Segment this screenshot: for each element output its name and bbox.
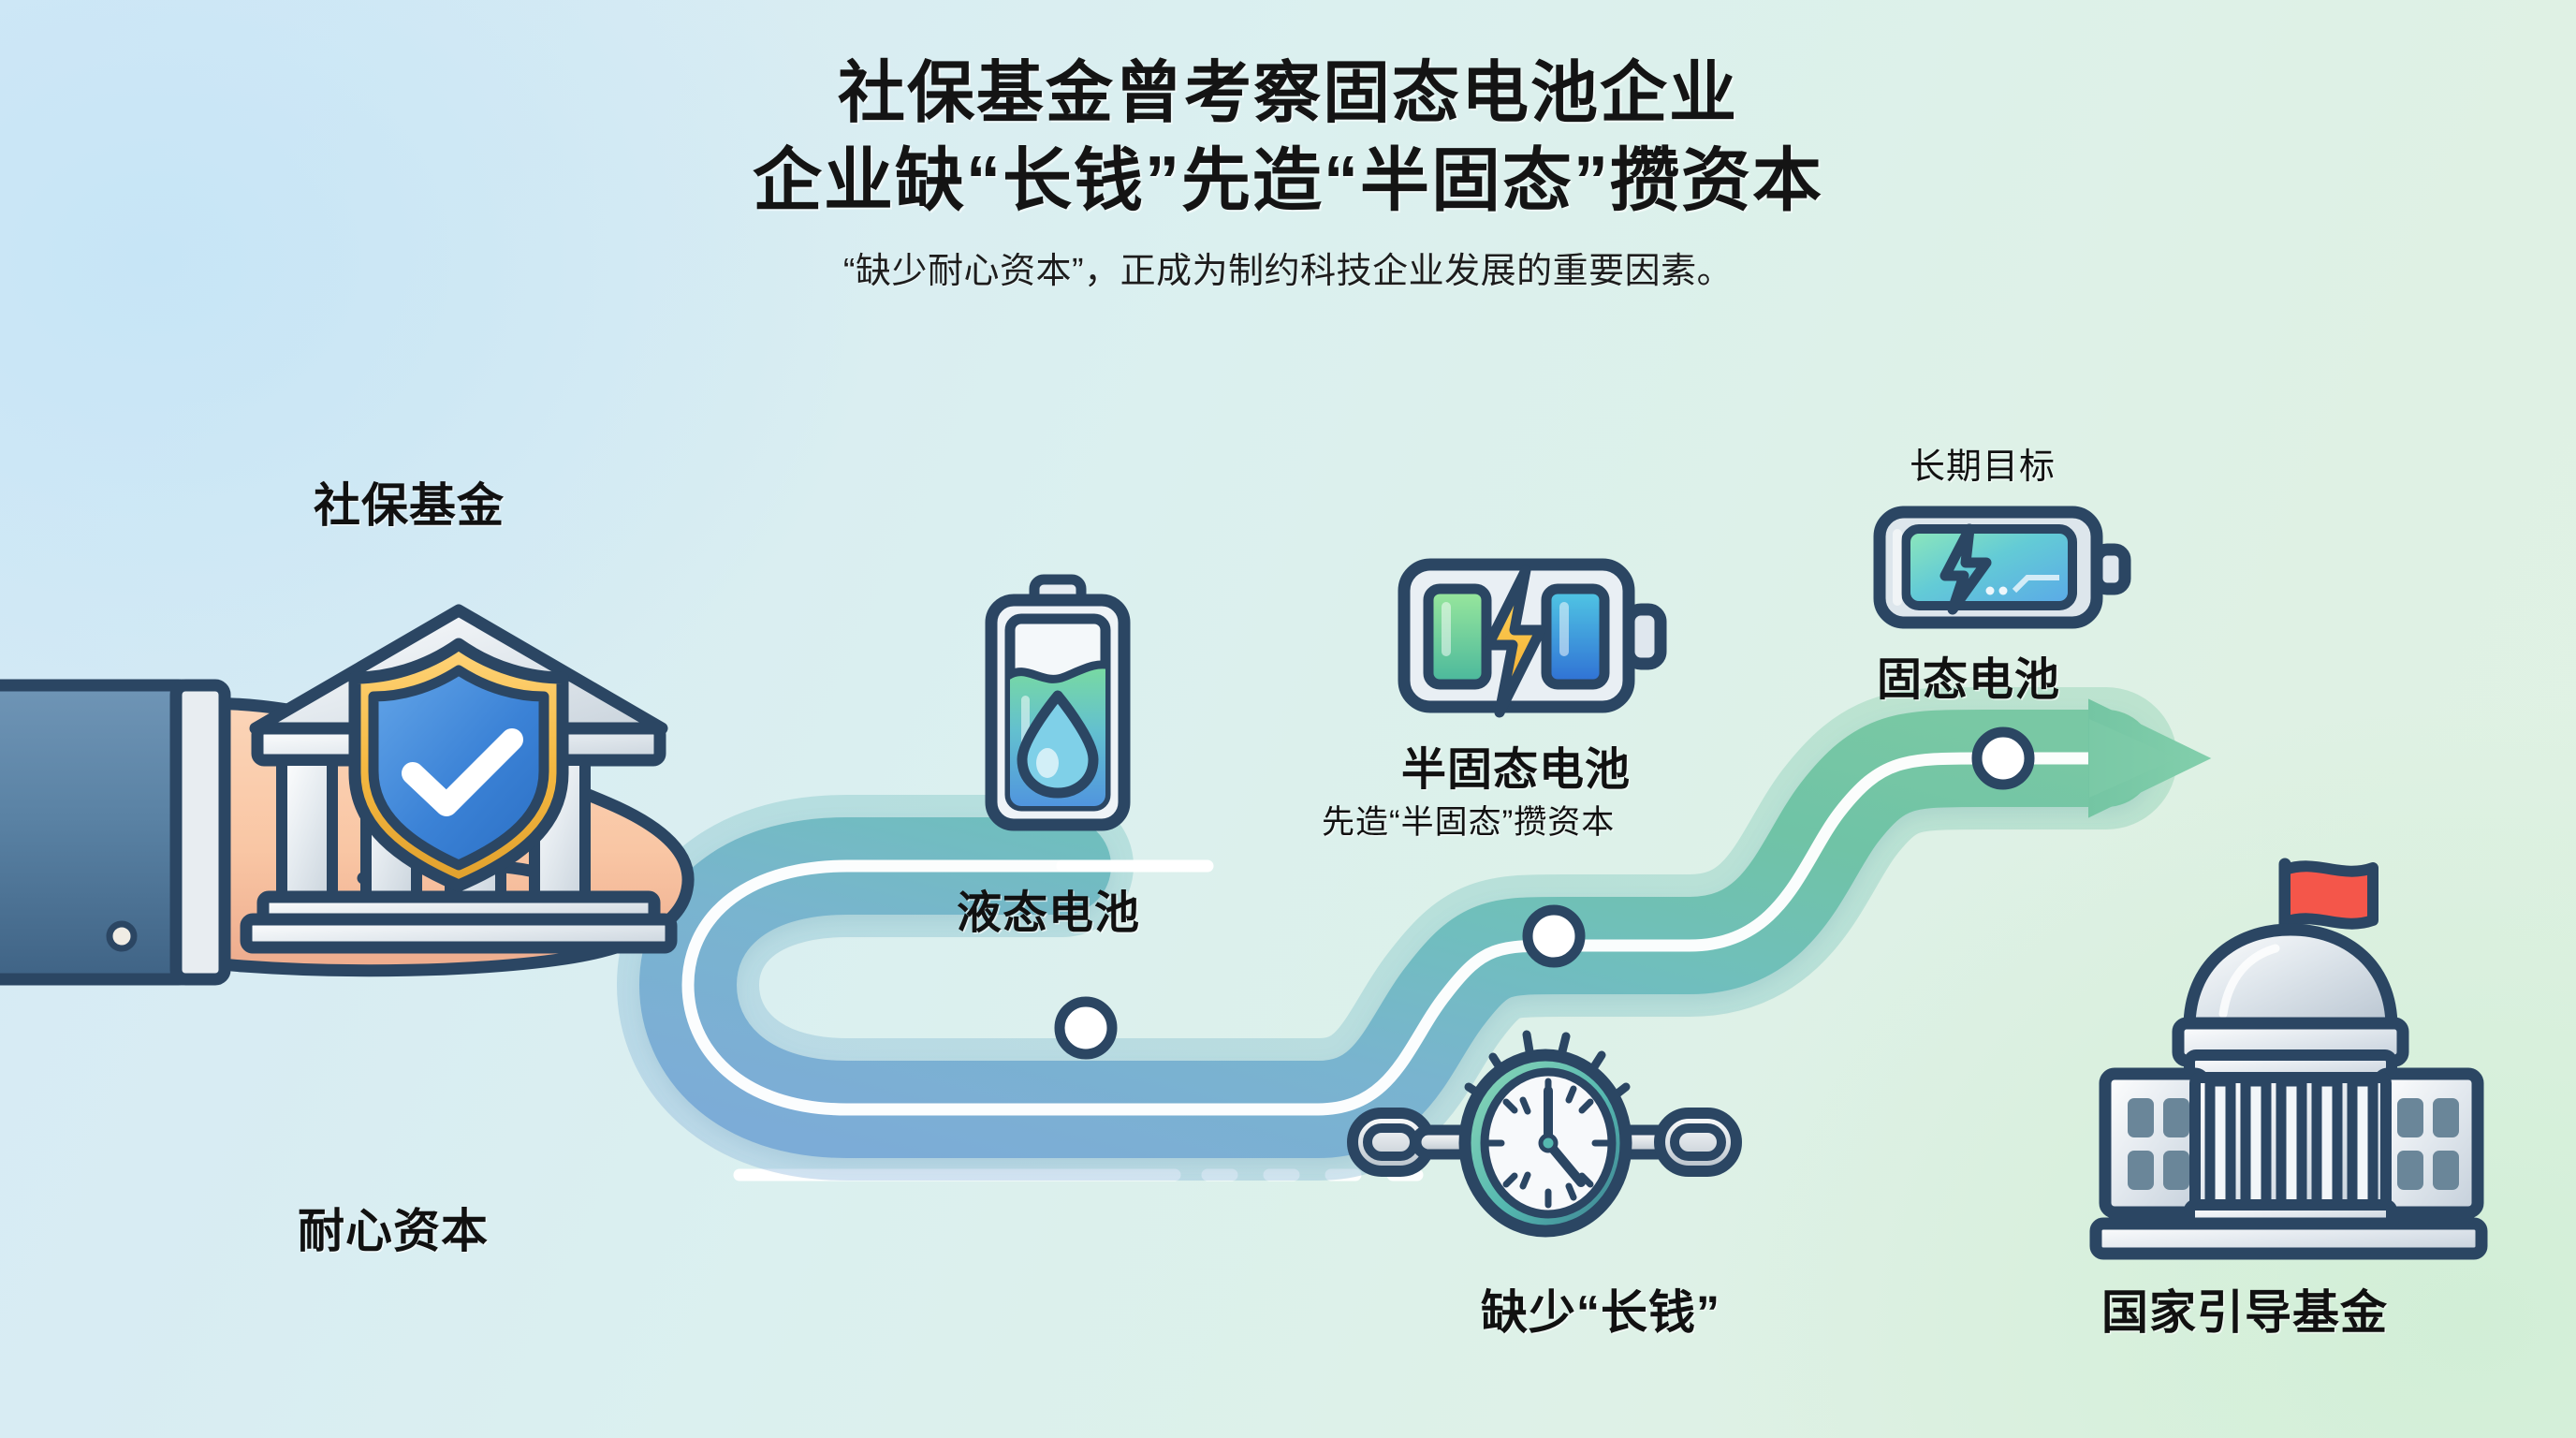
national-fund-label: 国家引导基金 (2101, 1286, 2388, 1339)
liquid-battery-label: 液态电池 (957, 888, 1141, 938)
shield-icon (348, 638, 569, 892)
header: 社保基金曾考察固态电池企业 企业缺“长钱”先造“半固态”攒资本 “缺少耐心资本”… (0, 54, 2576, 293)
battery-terminal (1622, 603, 1667, 670)
bank-building-icon (240, 604, 678, 954)
drop-highlight (1036, 748, 1059, 778)
lack-of-long-money-label: 缺少“长钱” (1481, 1286, 1720, 1339)
clock-icon (1458, 1049, 1632, 1238)
government-building-flag-icon (2089, 858, 2488, 1260)
bank-icon-group (239, 590, 679, 964)
national-fund-group (2089, 857, 2541, 1269)
liquid-battery-group (969, 574, 1147, 838)
cuff-shape (169, 679, 231, 986)
shell-highlight (1893, 529, 1902, 606)
solid-battery-label: 固态电池 (1877, 655, 2061, 705)
right-wing (2372, 1067, 2484, 1219)
lack-of-long-money-group (1343, 1016, 1746, 1269)
cell-green-highlight (1442, 602, 1451, 656)
semi-solid-battery-label: 半固态电池 (1401, 745, 1632, 795)
flag-icon (2279, 860, 2378, 930)
page-title-line-1: 社保基金曾考察固态电池企业 (837, 56, 1738, 131)
milestone-marker-semisolid (1522, 904, 1586, 968)
fund-bottom-label: 耐心资本 (298, 1205, 489, 1257)
page-subtitle: “缺少耐心资本”，正成为制约科技企业发展的重要因素。 (842, 252, 1734, 292)
broken-chain-clock-icon (1347, 1030, 1742, 1238)
chain-link-right-closed (1654, 1108, 1742, 1177)
solid-battery-top-label: 长期目标 (1910, 448, 2056, 487)
portico-columns (2204, 1076, 2378, 1212)
sleeve-button (106, 920, 138, 952)
clock-center-pin (1538, 1133, 1559, 1153)
battery-cell-green (1423, 583, 1492, 690)
fund-top-label: 社保基金 (314, 479, 505, 532)
milestone-marker-solid (1971, 726, 2035, 790)
semi-solid-battery-sublabel: 先造“半固态”攒资本 (1322, 804, 1616, 841)
circuit-dot-2 (1998, 586, 2008, 595)
bank-base-lower (240, 913, 678, 954)
page-title-line-2: 企业缺“长钱”先造“半固态”攒资本 (753, 140, 1823, 219)
solid-state-battery-group (1872, 492, 2144, 651)
cell-blue-highlight (1559, 602, 1569, 656)
semi-solid-battery-group (1395, 548, 1676, 735)
semi-solid-battery-icon (1398, 558, 1667, 718)
liquid-battery-icon (985, 574, 1131, 831)
battery-cell-blue (1541, 583, 1610, 690)
solid-state-battery-icon (1873, 506, 2131, 629)
circuit-dot-1 (1985, 586, 1995, 595)
battery-terminal (2090, 543, 2131, 595)
steps-lower (2089, 1217, 2488, 1260)
milestone-marker-liquid (1054, 996, 1118, 1060)
